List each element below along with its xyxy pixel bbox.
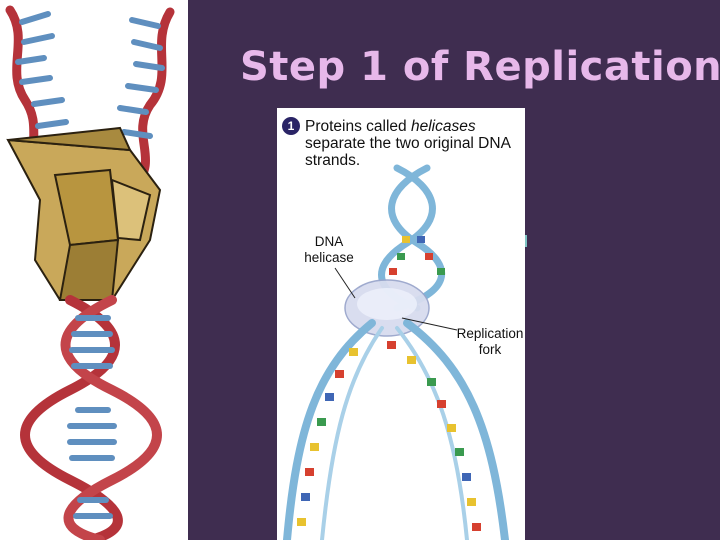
label-dna-helicase: DNA helicase [304, 234, 354, 265]
caption-emphasis: helicases [410, 118, 476, 135]
figure-caption: Proteins called helicases separate the t… [305, 118, 520, 169]
fork-pointer [401, 317, 458, 331]
dna-zipper-icon [5, 5, 175, 540]
slide-title: Step 1 of Replication [240, 44, 720, 90]
label-replication-fork: Replication fork [456, 326, 524, 357]
helicase-pointer [334, 267, 356, 299]
replication-fork-diagram: 1 Proteins called helicases separate the… [277, 108, 525, 540]
step-number-badge: 1 [282, 117, 300, 135]
replication-fork-icon [283, 164, 509, 540]
caption-prefix: Proteins called [305, 118, 411, 135]
dna-zipper-illustration [0, 0, 188, 540]
caption-suffix: separate the two original DNA strands. [305, 135, 511, 169]
